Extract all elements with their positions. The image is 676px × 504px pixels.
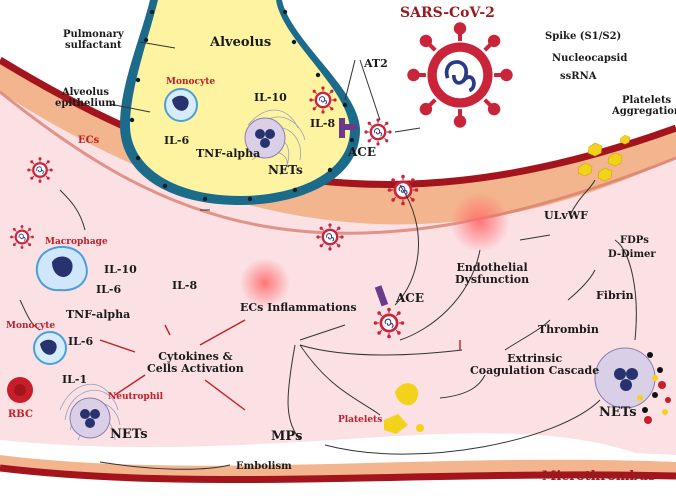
lower-vessel-wall [0,464,676,483]
il1-label: IL-1 [62,373,88,386]
virus-icon [315,222,345,252]
d-dimer-label: D-Dimer [608,249,656,260]
nets-alveolus-label: NETs [268,163,303,177]
virus-icon [407,22,512,127]
neutrophil-icon [59,383,121,441]
monocyte-alveolus-label: Monocyte [166,77,216,87]
ace-mid-label: ACE [396,291,425,305]
microthrombus-icon [594,347,671,424]
fdps-label: FDPs [620,235,649,246]
platelets-label: Platelets [338,415,383,425]
platelet-icon [384,383,424,434]
macrophage-icon [35,246,88,292]
ace-receptor-icon [374,285,389,307]
rbc-label: RBC [8,409,33,420]
alveolus-lumen [130,0,350,196]
tnf-alveolus-label: TNF-alpha [196,147,261,160]
il6-macrophage-label: IL-6 [96,283,122,296]
virus-icon [373,307,405,339]
monocyte-icon [33,331,67,365]
upper-endothelium [0,62,676,225]
nets-lower-label: NETs [110,427,148,442]
il6-alveolus-label: IL-6 [164,134,190,147]
alveolus-title: Alveolus [210,35,272,50]
cytokines-label: Cytokines &Cells Activation [147,350,244,375]
ec-inflammations-label: ECs Inflammations [240,301,357,314]
thrombin-label: Thrombin [538,323,599,336]
nets-right-label: NETs [599,405,637,420]
mps-label: MPs [271,429,303,444]
virus-icon [9,224,35,250]
ssrna-label: ssRNA [560,71,597,82]
at2-label: AT2 [364,57,388,70]
monocyte-lower-label: Monocyte [6,321,56,331]
ecs-label: ECs [78,135,100,146]
nucleocapsid-label: Nucleocapsid [552,53,628,64]
fibrin-label: Fibrin [596,289,634,302]
virus-icon [363,117,393,147]
virus-icon [26,156,54,184]
il8-alveolus-label: IL-8 [310,117,336,130]
ulvwf-label: ULvWF [544,209,588,222]
spike-label: Spike (S1/S2) [545,31,622,42]
macrophage-label: Macrophage [45,237,108,247]
il8-wall-label: IL-8 [172,279,198,292]
monocyte-icon [164,88,198,122]
sars-cov-2-title: SARS-CoV-2 [400,5,495,21]
rbc-icon [7,377,33,403]
microthrombus-label: Microthrombus [542,469,656,484]
neutrophil-label: Neutrophil [108,392,164,402]
embolism-label: Embolism [236,461,292,472]
il6-lower-label: IL-6 [68,335,94,348]
il10-macrophage-label: IL-10 [104,263,137,276]
neutrophil-icon [244,109,306,176]
il10-alveolus-label: IL-10 [254,91,287,104]
tnf-macrophage-label: TNF-alpha [66,308,131,321]
ace-top-label: ACE [348,145,377,159]
virus-icon [308,85,338,115]
ace-receptor-icon [339,118,357,138]
